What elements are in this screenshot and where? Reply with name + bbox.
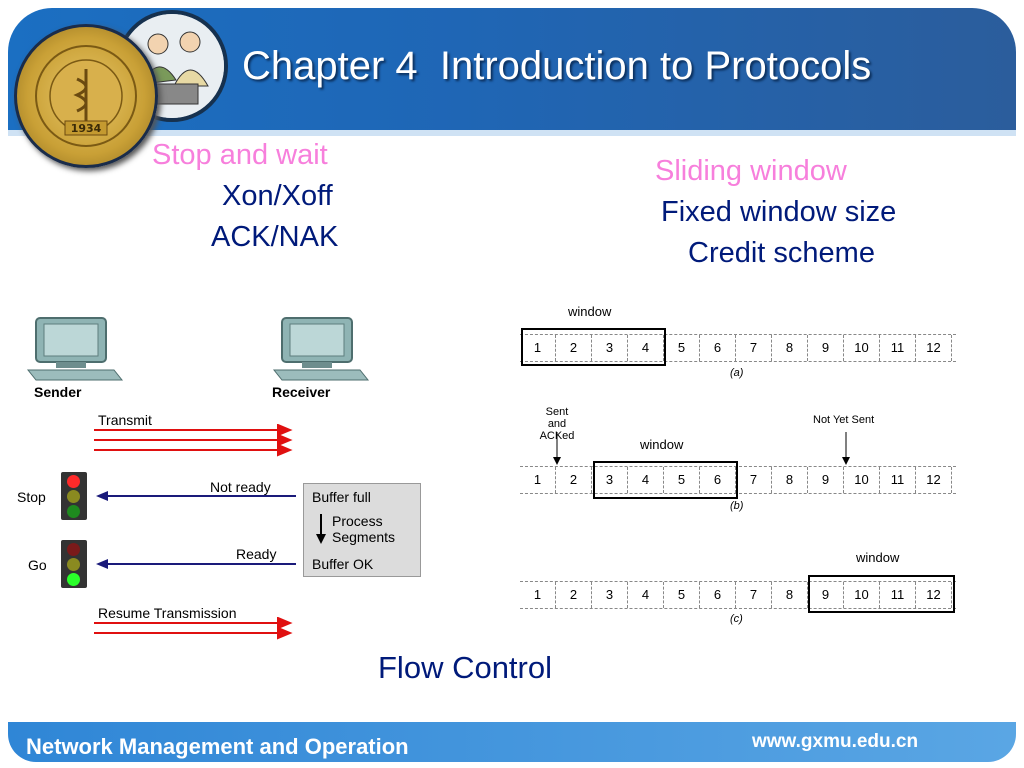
buffer-status-box: Buffer full Process Segments Buffer OK	[303, 483, 421, 577]
sequence-strip-b: 1 2 3 4 5 6 7 8 9 10 11 12	[520, 466, 956, 494]
receiver-label: Receiver	[272, 384, 331, 400]
seq-cell: 6	[700, 582, 736, 608]
footer-website-link[interactable]: www.gxmu.edu.cn	[752, 731, 919, 752]
receiver-computer-icon	[272, 316, 372, 389]
ready-arrow	[96, 559, 296, 569]
go-label: Go	[28, 557, 47, 573]
seq-cell: 4	[628, 582, 664, 608]
window-frame-a	[521, 328, 666, 366]
seq-cell: 9	[808, 335, 844, 361]
window-frame-b	[593, 461, 738, 499]
window-label-b: window	[640, 437, 684, 452]
subfigure-a-label: (a)	[730, 367, 744, 379]
seq-cell: 7	[736, 467, 772, 493]
seq-cell: 5	[664, 335, 700, 361]
seq-cell: 11	[880, 582, 916, 608]
not-yet-sent-arrow	[842, 432, 850, 465]
seq-cell: 10	[844, 467, 880, 493]
sent-acked-arrow	[553, 432, 561, 465]
buffer-ok-label: Buffer OK	[312, 556, 374, 572]
seq-cell: 8	[772, 582, 808, 608]
footer-course-title: Network Management and Operation	[26, 734, 409, 759]
university-seal-logo: 1934	[14, 24, 158, 168]
stop-label: Stop	[17, 489, 46, 505]
seq-cell: 2	[556, 335, 592, 361]
window-frame-c	[808, 575, 955, 613]
seq-cell: 9	[808, 582, 844, 608]
seq-cell: 3	[592, 467, 628, 493]
not-ready-arrow	[96, 491, 296, 501]
seq-cell: 10	[844, 582, 880, 608]
seq-cell: 12	[916, 582, 952, 608]
seq-cell: 2	[556, 582, 592, 608]
seq-cell: 5	[664, 582, 700, 608]
segments-label: Segments	[332, 529, 396, 545]
buffer-full-label: Buffer full	[312, 489, 371, 505]
seq-cell: 5	[664, 467, 700, 493]
seq-cell: 10	[844, 335, 880, 361]
seq-cell: 1	[520, 335, 556, 361]
seq-cell: 1	[520, 582, 556, 608]
sender-label: Sender	[34, 384, 82, 400]
seq-cell: 3	[592, 335, 628, 361]
seq-cell: 11	[880, 335, 916, 361]
svg-text:1934: 1934	[71, 122, 102, 135]
fixed-window-size-text: Fixed window size	[661, 196, 897, 228]
seq-cell: 8	[772, 467, 808, 493]
footer-bar	[8, 722, 1016, 762]
ack-nak-text: ACK/NAK	[211, 221, 339, 253]
seq-cell: 1	[520, 467, 556, 493]
flow-control-caption: Flow Control	[378, 650, 552, 685]
seq-cell: 4	[628, 467, 664, 493]
sender-computer-icon	[26, 316, 126, 389]
seq-cell: 11	[880, 467, 916, 493]
seq-cell: 3	[592, 582, 628, 608]
seq-cell: 6	[700, 467, 736, 493]
credit-scheme-text: Credit scheme	[688, 237, 875, 269]
sequence-strip-a: 1 2 3 4 5 6 7 8 9 10 11 12	[520, 334, 956, 362]
ready-label: Ready	[236, 546, 277, 562]
seq-cell: 7	[736, 582, 772, 608]
transmit-arrows	[94, 424, 293, 457]
resume-transmission-label: Resume Transmission	[98, 605, 237, 621]
seq-cell: 7	[736, 335, 772, 361]
sent-and-label: Sent and	[545, 406, 569, 430]
seq-cell: 12	[916, 467, 952, 493]
go-traffic-light-icon	[61, 540, 87, 588]
window-label-c: window	[856, 550, 900, 565]
header-stripe	[8, 130, 1016, 136]
window-label-a: window	[568, 304, 612, 319]
sequence-strip-c: 1 2 3 4 5 6 7 8 9 10 11 12	[520, 581, 956, 609]
transmit-label: Transmit	[98, 412, 152, 428]
subfigure-b-label: (b)	[730, 500, 744, 512]
seq-cell: 6	[700, 335, 736, 361]
seq-cell: 8	[772, 335, 808, 361]
not-yet-sent-label: Not Yet Sent	[813, 414, 875, 426]
sliding-window-heading: Sliding window	[655, 155, 847, 187]
seq-cell: 4	[628, 335, 664, 361]
process-label: Process	[332, 513, 383, 529]
down-arrow-icon	[316, 514, 326, 544]
seq-cell: 12	[916, 335, 952, 361]
slide-title: Chapter 4 Introduction to Protocols	[242, 44, 872, 88]
not-ready-label: Not ready	[210, 479, 271, 495]
xon-xoff-text: Xon/Xoff	[222, 180, 333, 212]
stop-traffic-light-icon	[61, 472, 87, 520]
subfigure-c-label: (c)	[730, 613, 743, 625]
seq-cell: 2	[556, 467, 592, 493]
resume-arrows	[94, 617, 293, 640]
stop-and-wait-heading: Stop and wait	[152, 139, 328, 171]
seq-cell: 9	[808, 467, 844, 493]
